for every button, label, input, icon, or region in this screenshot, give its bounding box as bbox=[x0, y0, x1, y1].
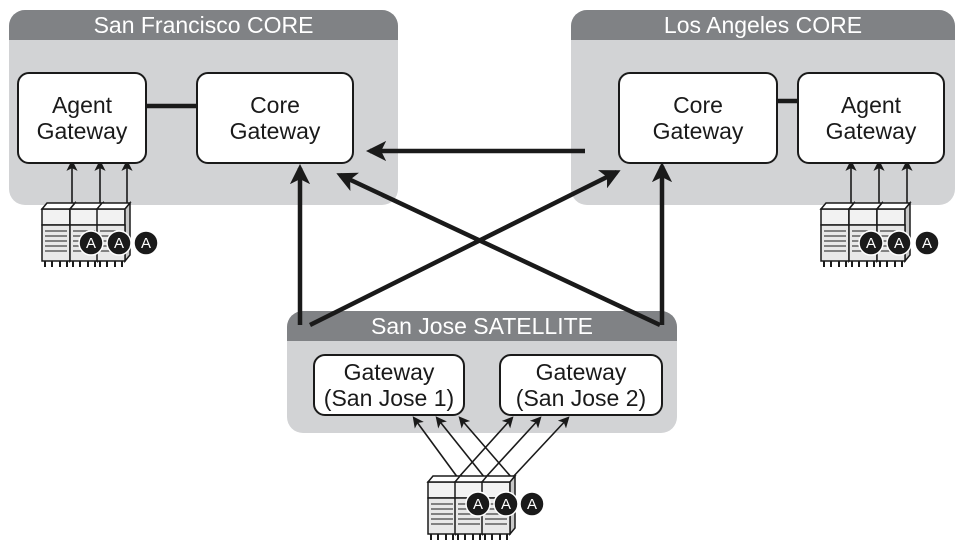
sj-region-title: San Jose SATELLITE bbox=[287, 311, 677, 341]
box-label-line: Core bbox=[673, 92, 723, 118]
agent-badge-icon: A bbox=[493, 491, 519, 517]
box-label-line: Gateway bbox=[36, 118, 128, 144]
svg-text:A: A bbox=[527, 496, 537, 513]
box-label-line: Gateway bbox=[229, 118, 321, 144]
sf-region-title: San Francisco CORE bbox=[9, 10, 398, 40]
box-label-line: Agent bbox=[840, 92, 902, 118]
sj-agent-link-arrow bbox=[484, 416, 542, 479]
agent-badge-icon: A bbox=[106, 230, 132, 256]
agent-badge-icon: A bbox=[133, 230, 159, 256]
la-core-region: Los Angeles CORE bbox=[571, 10, 955, 205]
sj2-to-sf-core-arrow bbox=[336, 172, 661, 328]
svg-text:A: A bbox=[86, 235, 96, 252]
box-label-line: Gateway bbox=[652, 118, 744, 144]
sj1-to-la-core-arrow bbox=[308, 169, 621, 328]
agent-badge-icon: A bbox=[519, 491, 545, 517]
svg-text:A: A bbox=[473, 496, 483, 513]
box-label-line: Core bbox=[250, 92, 300, 118]
sj-agent-link-arrow bbox=[412, 416, 459, 479]
box-label-line: Agent bbox=[51, 92, 113, 118]
la-agent-gateway: Agent Gateway bbox=[797, 72, 945, 164]
agent-badge-icon: A bbox=[78, 230, 104, 256]
svg-text:A: A bbox=[141, 235, 151, 252]
sj-gateway-2: Gateway (San Jose 2) bbox=[499, 354, 663, 416]
svg-text:A: A bbox=[894, 235, 904, 252]
svg-text:A: A bbox=[114, 235, 124, 252]
agent-badge-icon: A bbox=[914, 230, 940, 256]
agent-badge-icon: A bbox=[886, 230, 912, 256]
box-label-line: (San Jose 2) bbox=[515, 385, 647, 411]
sf-core-gateway: Core Gateway bbox=[196, 72, 354, 164]
svg-text:A: A bbox=[866, 235, 876, 252]
agent-badge-icon: A bbox=[858, 230, 884, 256]
sj-agent-link-arrow bbox=[435, 416, 486, 479]
sj-agent-link-arrow bbox=[458, 416, 513, 479]
sj-agent-link-arrow bbox=[511, 416, 570, 479]
box-label-line: Gateway bbox=[825, 118, 917, 144]
agent-badge-icon: A bbox=[465, 491, 491, 517]
box-label-line: Gateway bbox=[343, 359, 435, 385]
sf-agent-gateway: Agent Gateway bbox=[17, 72, 147, 164]
sj-gateway-1: Gateway (San Jose 1) bbox=[313, 354, 465, 416]
box-label-line: (San Jose 1) bbox=[323, 385, 455, 411]
la-region-title: Los Angeles CORE bbox=[571, 10, 955, 40]
la-core-gateway: Core Gateway bbox=[618, 72, 778, 164]
svg-text:A: A bbox=[501, 496, 511, 513]
box-label-line: Gateway bbox=[535, 359, 627, 385]
svg-text:A: A bbox=[922, 235, 932, 252]
